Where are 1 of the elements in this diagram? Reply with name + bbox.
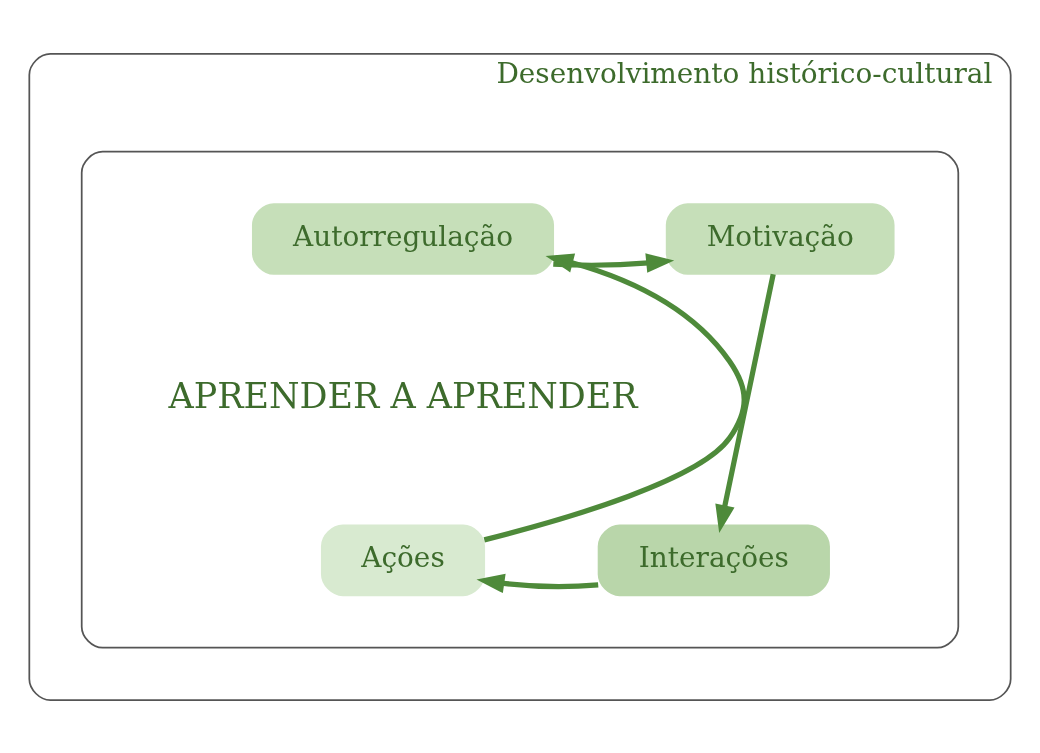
node-text: APRENDER A APRENDER	[168, 375, 638, 416]
